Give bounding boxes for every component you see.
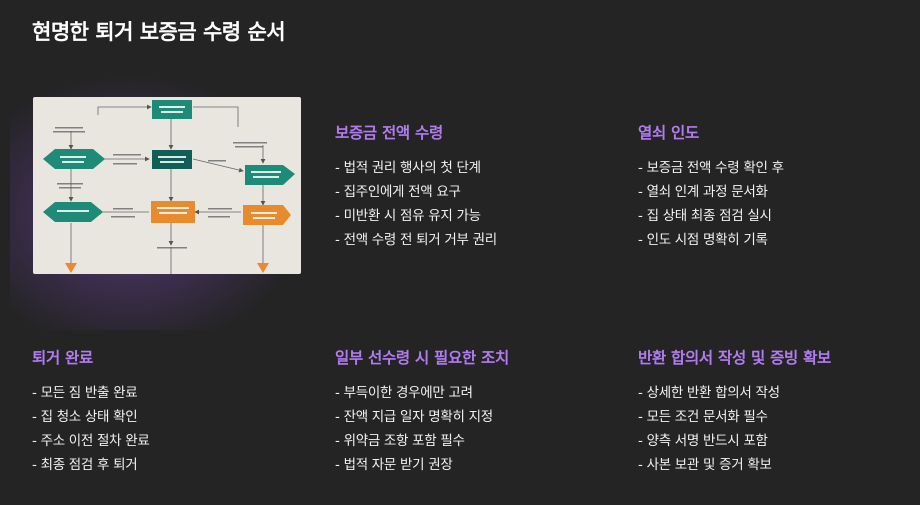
page-title: 현명한 퇴거 보증금 수령 순서 bbox=[32, 20, 286, 44]
list-item: 인도 시점 명확히 기록 bbox=[638, 228, 784, 252]
list-item: 집주인에게 전액 요구 bbox=[335, 180, 497, 204]
section-list: 법적 권리 행사의 첫 단계 집주인에게 전액 요구 미반환 시 점유 유지 가… bbox=[335, 156, 498, 252]
section-heading: 열쇠 인도 bbox=[638, 124, 699, 142]
list-item: 미반환 시 점유 유지 가능 bbox=[335, 204, 497, 228]
list-item: 잔액 지급 일자 명확히 지정 bbox=[335, 405, 509, 429]
list-item: 법적 권리 행사의 첫 단계 bbox=[335, 156, 497, 180]
section-list: 보증금 전액 수령 확인 후 열쇠 인계 과정 문서화 집 상태 최종 점검 실… bbox=[638, 156, 784, 252]
list-item: 위약금 조항 포함 필수 bbox=[335, 429, 509, 453]
section-list: 모든 짐 반출 완료 집 청소 상태 확인 주소 이전 절차 완료 최종 점검 … bbox=[32, 381, 150, 477]
list-item: 주소 이전 절차 완료 bbox=[32, 429, 150, 453]
section-key-handover: 열쇠 인도 보증금 전액 수령 확인 후 열쇠 인계 과정 문서화 집 상태 최… bbox=[638, 121, 784, 252]
section-list: 부득이한 경우에만 고려 잔액 지급 일자 명확히 지정 위약금 조항 포함 필… bbox=[335, 381, 509, 477]
list-item: 집 청소 상태 확인 bbox=[32, 405, 150, 429]
list-item: 모든 조건 문서화 필수 bbox=[638, 405, 831, 429]
list-item: 모든 짐 반출 완료 bbox=[32, 381, 150, 405]
list-item: 부득이한 경우에만 고려 bbox=[335, 381, 509, 405]
list-item: 양측 서명 반드시 포함 bbox=[638, 429, 831, 453]
list-item: 보증금 전액 수령 확인 후 bbox=[638, 156, 784, 180]
list-item: 법적 자문 받기 권장 bbox=[335, 453, 509, 477]
section-heading: 반환 합의서 작성 및 증빙 확보 bbox=[638, 349, 832, 367]
section-partial-advance: 일부 선수령 시 필요한 조치 부득이한 경우에만 고려 잔액 지급 일자 명확… bbox=[335, 346, 509, 477]
section-heading: 퇴거 완료 bbox=[32, 349, 93, 367]
section-return-agreement: 반환 합의서 작성 및 증빙 확보 상세한 반환 합의서 작성 모든 조건 문서… bbox=[638, 346, 831, 477]
list-item: 집 상태 최종 점검 실시 bbox=[638, 204, 784, 228]
list-item: 최종 점검 후 퇴거 bbox=[32, 453, 150, 477]
section-heading: 보증금 전액 수령 bbox=[335, 124, 443, 142]
section-list: 상세한 반환 합의서 작성 모든 조건 문서화 필수 양측 서명 반드시 포함 … bbox=[638, 381, 831, 477]
list-item: 전액 수령 전 퇴거 거부 권리 bbox=[335, 228, 498, 252]
list-item: 사본 보관 및 증거 확보 bbox=[638, 453, 831, 477]
section-heading: 일부 선수령 시 필요한 조치 bbox=[335, 349, 509, 367]
list-item: 열쇠 인계 과정 문서화 bbox=[638, 180, 784, 204]
section-move-out-complete: 퇴거 완료 모든 짐 반출 완료 집 청소 상태 확인 주소 이전 절차 완료 … bbox=[32, 346, 150, 477]
list-item: 상세한 반환 합의서 작성 bbox=[638, 381, 831, 405]
section-full-deposit: 보증금 전액 수령 법적 권리 행사의 첫 단계 집주인에게 전액 요구 미반환… bbox=[335, 121, 497, 252]
flowchart-illustration bbox=[33, 97, 301, 274]
